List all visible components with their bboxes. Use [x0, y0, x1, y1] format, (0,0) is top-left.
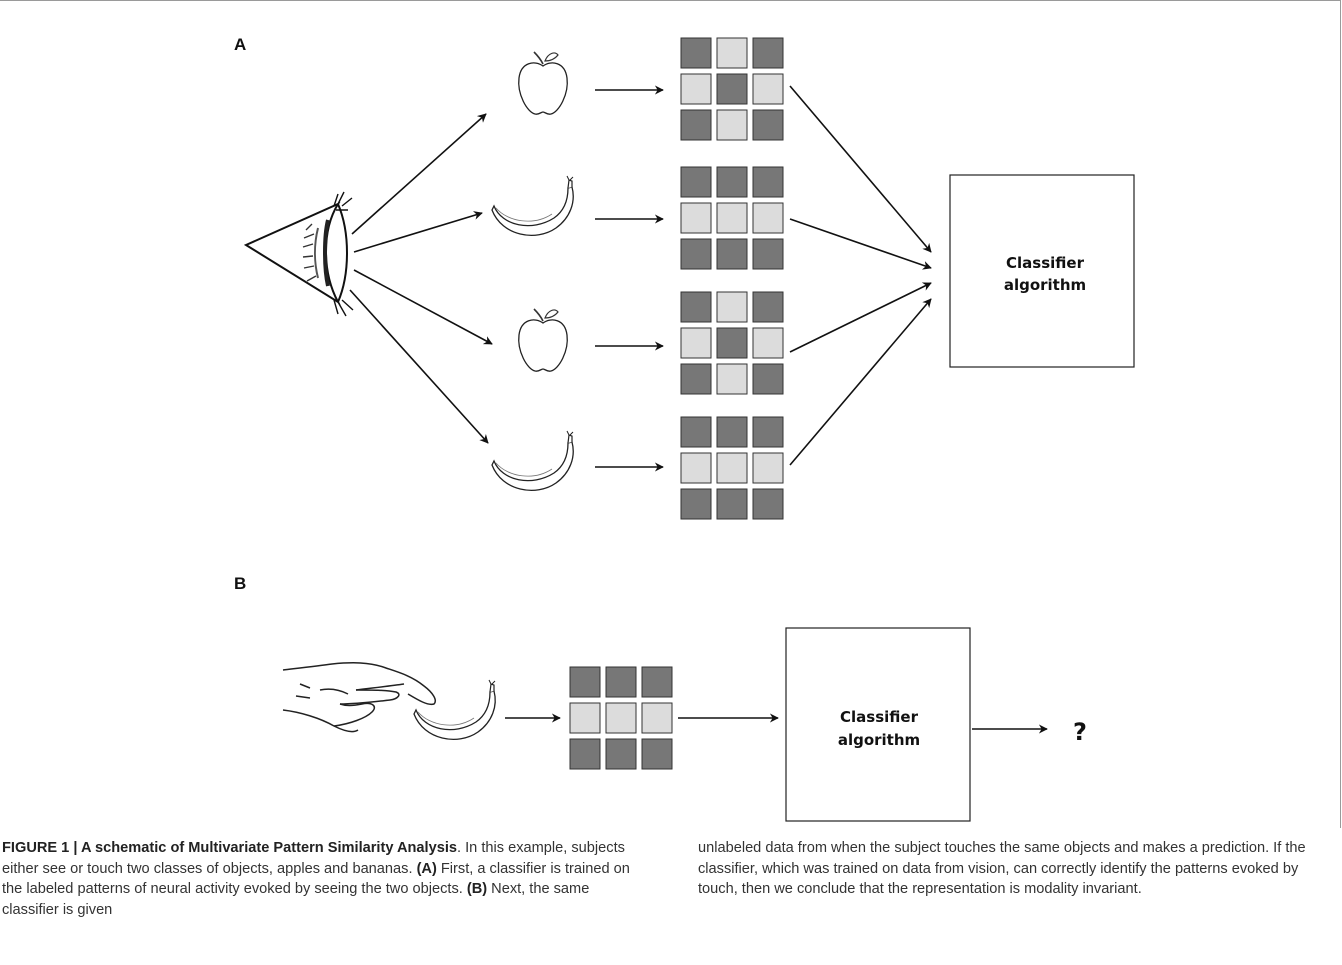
active-voxel [716, 73, 748, 105]
classifier-b-label-line2: algorithm [838, 731, 920, 749]
active-voxel [716, 488, 748, 520]
inactive-voxel [752, 452, 784, 484]
inactive-voxel [716, 202, 748, 234]
inactive-voxel [752, 327, 784, 359]
panel-b-label: B [234, 574, 246, 593]
arrow-pattern-to-classifier [789, 282, 932, 353]
active-voxel [641, 738, 673, 770]
apple-icon [517, 308, 569, 373]
active-voxel [752, 166, 784, 198]
active-voxel [752, 238, 784, 270]
inactive-voxel [680, 327, 712, 359]
hand-icon [282, 662, 436, 733]
inactive-voxel [680, 452, 712, 484]
active-voxel [716, 166, 748, 198]
figure-caption-right: unlabeled data from when the subject tou… [698, 840, 1306, 897]
inactive-voxel [752, 202, 784, 234]
active-voxel [641, 666, 673, 698]
active-voxel [680, 488, 712, 520]
caption-text-3: Next, the same classifier is given [2, 881, 590, 918]
inactive-voxel [716, 37, 748, 69]
classifier-box-a [949, 174, 1135, 368]
arrow-eye-to-apple-2 [353, 269, 493, 345]
caption-title: FIGURE 1 | A schematic of Multivariate P… [2, 840, 458, 856]
eye-icon [243, 191, 354, 317]
inactive-voxel [716, 291, 748, 323]
activity-pattern [680, 37, 784, 141]
inactive-voxel [716, 363, 748, 395]
active-voxel [680, 363, 712, 395]
banana-icon [491, 430, 574, 492]
activity-pattern [569, 666, 673, 770]
inactive-voxel [716, 109, 748, 141]
figure-caption-left: FIGURE 1 | A schematic of Multivariate P… [2, 838, 642, 920]
arrow-eye-to-apple-1 [351, 113, 487, 235]
inactive-voxel [680, 202, 712, 234]
arrow-pattern-to-classifier [789, 85, 932, 253]
arrow-pattern-to-classifier [789, 218, 932, 270]
inactive-voxel [605, 702, 637, 734]
inactive-voxel [569, 702, 601, 734]
caption-b-tag: (B) [466, 881, 488, 897]
caption-text-2: First, a classifier is trained on the la… [2, 860, 630, 898]
arrow-pattern-to-classifier [789, 298, 932, 466]
activity-pattern [680, 291, 784, 395]
diagram: A Classifier algorithm B [234, 35, 1135, 822]
prediction-output: ? [1073, 718, 1087, 746]
classifier-b-label-line1: Classifier [840, 708, 919, 726]
caption-a-tag: (A) [416, 860, 437, 877]
active-voxel [680, 238, 712, 270]
panel-a-label: A [234, 35, 246, 54]
classifier-box-b [785, 627, 971, 822]
active-voxel [752, 488, 784, 520]
inactive-voxel [641, 702, 673, 734]
classifier-a-label-line1: Classifier [1006, 254, 1085, 272]
banana-icon [491, 175, 574, 237]
active-voxel [680, 291, 712, 323]
caption-text-1: . In this example, subjects either see o… [2, 840, 625, 877]
active-voxel [680, 109, 712, 141]
active-voxel [680, 37, 712, 69]
active-voxel [716, 327, 748, 359]
active-voxel [569, 666, 601, 698]
active-voxel [680, 416, 712, 448]
apple-icon [517, 51, 569, 116]
active-voxel [716, 416, 748, 448]
banana-icon [413, 679, 496, 740]
active-voxel [752, 291, 784, 323]
active-voxel [752, 37, 784, 69]
active-voxel [605, 666, 637, 698]
classifier-a-label-line2: algorithm [1004, 276, 1086, 294]
active-voxel [752, 416, 784, 448]
active-voxel [605, 738, 637, 770]
figure-frame [0, 0, 1341, 828]
active-voxel [680, 166, 712, 198]
active-voxel [716, 238, 748, 270]
inactive-voxel [716, 452, 748, 484]
activity-pattern [680, 416, 784, 520]
active-voxel [752, 109, 784, 141]
inactive-voxel [680, 73, 712, 105]
active-voxel [752, 363, 784, 395]
active-voxel [569, 738, 601, 770]
inactive-voxel [752, 73, 784, 105]
activity-pattern [680, 166, 784, 270]
arrow-eye-to-banana-1 [353, 211, 483, 253]
arrow-eye-to-banana-2 [349, 289, 489, 444]
